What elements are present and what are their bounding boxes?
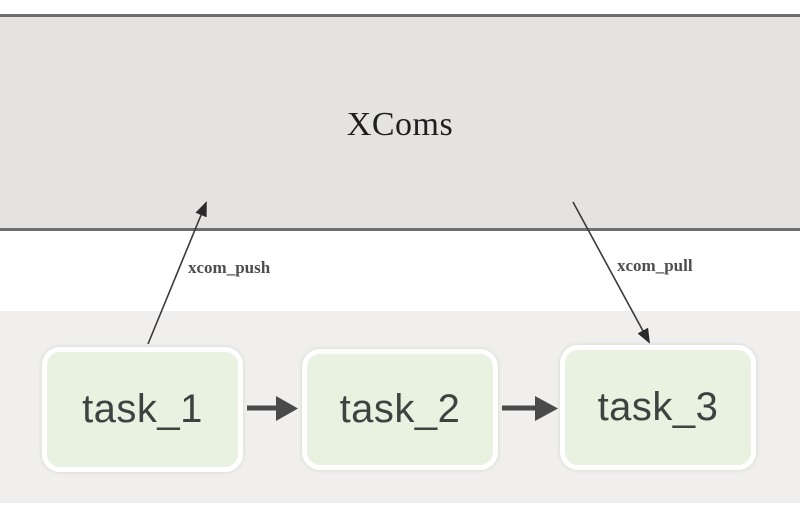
task-node-2: task_2	[302, 349, 498, 470]
task-1-label: task_1	[82, 387, 203, 431]
task-node-1: task_1	[42, 347, 243, 472]
xcom-push-label: xcom_push	[188, 258, 271, 277]
xcoms-box: XComs	[0, 14, 800, 231]
xcoms-title: XComs	[346, 105, 454, 143]
task-2-label: task_2	[339, 387, 461, 431]
task-3-label: task_3	[597, 385, 719, 429]
xcom-pull-label: xcom_pull	[617, 256, 693, 275]
task-node-3: task_3	[560, 345, 756, 470]
